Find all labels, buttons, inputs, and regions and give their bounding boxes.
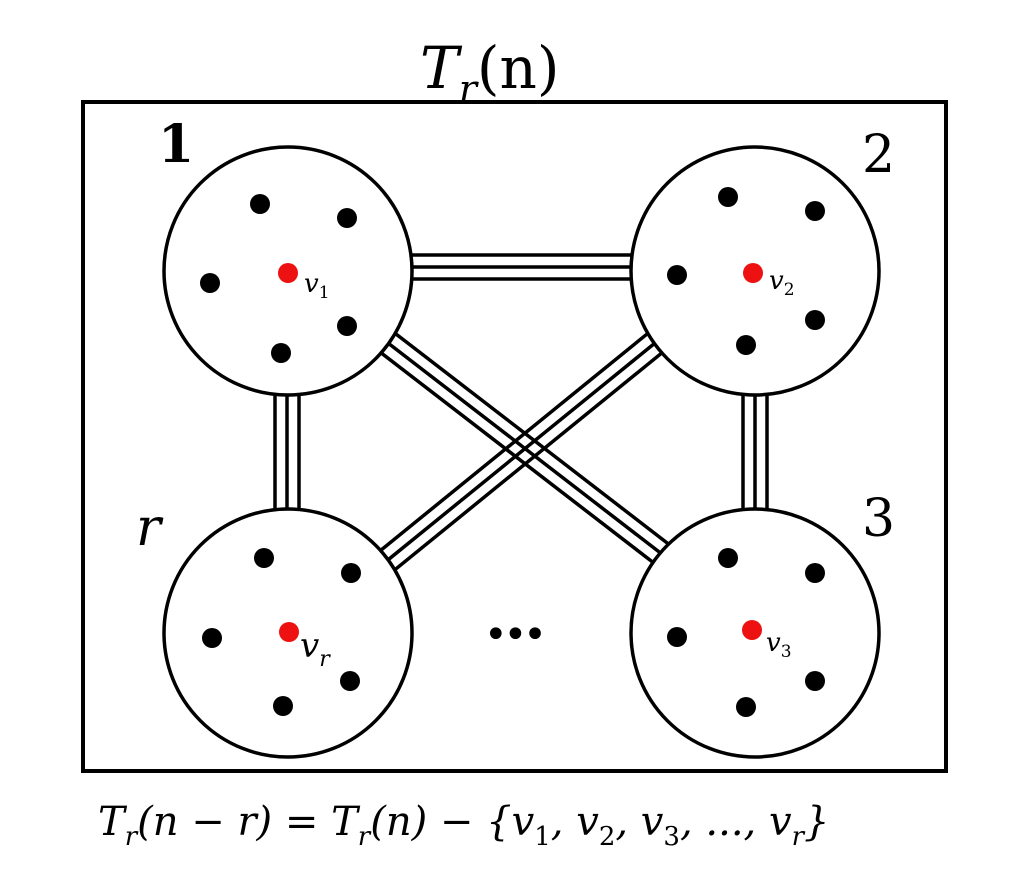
vertex — [805, 671, 825, 691]
vertex — [337, 208, 357, 228]
vertex-v1 — [278, 263, 298, 283]
part-1-vertices — [200, 194, 357, 363]
vertex — [805, 310, 825, 330]
label-vr: vr — [300, 626, 331, 672]
vertex — [202, 628, 222, 648]
vertex-vr — [279, 622, 299, 642]
part-3-vertices — [667, 548, 825, 717]
vertex — [718, 187, 738, 207]
vertex — [341, 563, 361, 583]
vertex — [271, 343, 291, 363]
edge-2-3 — [741, 392, 769, 513]
edge-line — [376, 341, 657, 570]
vertex — [736, 335, 756, 355]
diagram-title: Tr(n) — [420, 34, 559, 111]
graph-frame — [81, 100, 948, 773]
part-label-3: 3 — [862, 489, 895, 549]
vertex-v3 — [742, 620, 762, 640]
vertex — [805, 201, 825, 221]
part-label-2: 2 — [862, 125, 895, 185]
part-label-1: 1 — [158, 114, 194, 175]
part-r-vertices — [202, 548, 361, 716]
label-v2: v2 — [769, 266, 795, 300]
vertex — [337, 316, 357, 336]
vertex — [718, 548, 738, 568]
edge-line — [379, 351, 661, 569]
edge-1-3 — [379, 332, 676, 569]
vertex-v2 — [743, 263, 763, 283]
edge-line — [386, 341, 669, 560]
vertex — [667, 627, 687, 647]
edge-line — [369, 332, 649, 561]
vertex — [736, 697, 756, 717]
vertex — [273, 696, 293, 716]
vertex — [667, 265, 687, 285]
label-v1: v1 — [304, 269, 330, 303]
edge-line — [384, 350, 664, 579]
edge-1-r — [273, 392, 301, 513]
vertex — [200, 273, 220, 293]
parts-ellipsis: ••• — [484, 612, 543, 658]
vertex — [254, 548, 274, 568]
part-2-vertices — [667, 187, 825, 355]
vertex — [340, 671, 360, 691]
label-v3: v3 — [766, 628, 792, 662]
edge-group — [273, 253, 769, 579]
part-label-r: r — [136, 498, 164, 558]
edge-2-r — [369, 332, 664, 579]
edge-1-2 — [405, 253, 640, 281]
vertex — [805, 563, 825, 583]
vertex — [250, 194, 270, 214]
caption-formula: Tr(n − r) = Tr(n) − {v1, v2, v3, ..., vr… — [98, 799, 829, 852]
